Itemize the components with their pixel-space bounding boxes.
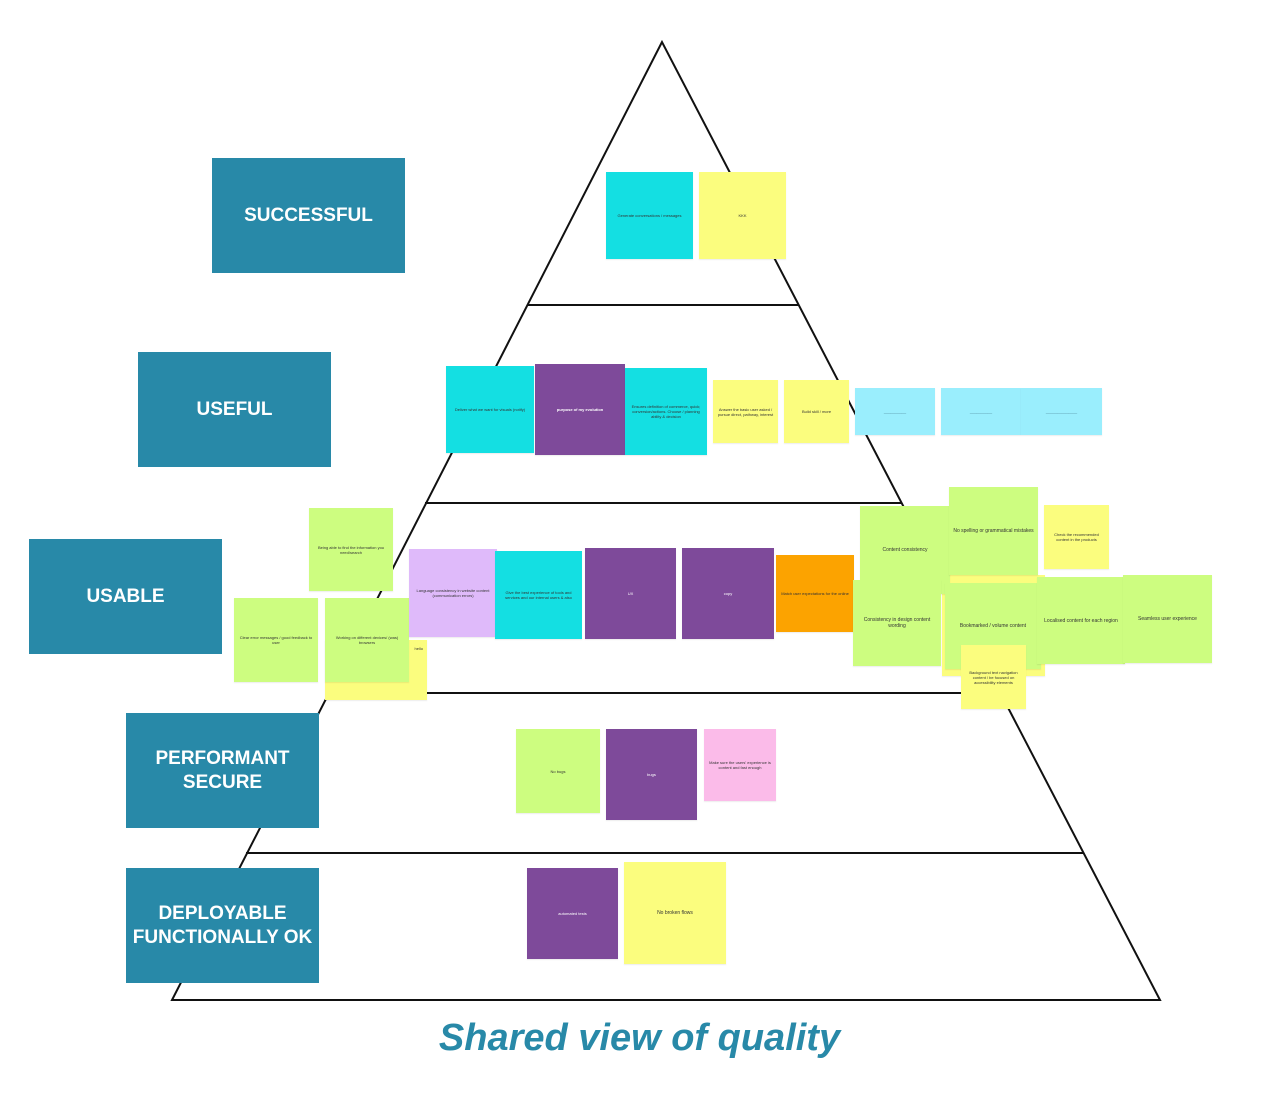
- level-useful-box: USEFUL: [138, 352, 331, 467]
- sticky-note[interactable]: No bugs: [516, 729, 600, 813]
- sticky-note[interactable]: KKK: [699, 172, 786, 259]
- sticky-note[interactable]: Build skill / more: [784, 380, 849, 443]
- diagram-caption: Shared view of quality: [438, 1017, 841, 1059]
- level-usable-box: USABLE: [29, 539, 222, 654]
- sticky-note[interactable]: automated tests: [527, 868, 618, 959]
- level-successful-label: SUCCESSFUL: [244, 204, 373, 226]
- sticky-note[interactable]: ______________: [1021, 388, 1102, 435]
- sticky-note[interactable]: Answer the basic user asked / pursue dir…: [713, 380, 778, 443]
- level-successful-box: SUCCESSFUL: [212, 158, 405, 273]
- level-deployable-label: DEPLOYABLE FUNCTIONALLY OK: [132, 902, 313, 948]
- sticky-note[interactable]: __________: [855, 388, 935, 435]
- sticky-note[interactable]: Make sure the users' experience is conte…: [704, 729, 776, 801]
- sticky-note[interactable]: Deliver what we want for visuals (notify…: [446, 366, 534, 453]
- sticky-note[interactable]: Background text navigation content / be …: [961, 645, 1026, 709]
- sticky-note[interactable]: Check the recommended content in the pro…: [1044, 505, 1109, 569]
- sticky-note[interactable]: Clear error messages / good feedback to …: [234, 598, 318, 682]
- level-deployable-box: DEPLOYABLE FUNCTIONALLY OK: [126, 868, 319, 983]
- sticky-note[interactable]: Language consistency in website content …: [409, 549, 497, 637]
- sticky-note[interactable]: Give the best experience of tools and se…: [495, 551, 582, 639]
- sticky-note[interactable]: Generate conversations / messages: [606, 172, 693, 259]
- sticky-note[interactable]: purpose of my evolution: [535, 364, 625, 455]
- sticky-note[interactable]: Consistency in design content wording: [853, 580, 941, 666]
- sticky-note[interactable]: Working on different devices/ (was) brow…: [325, 598, 409, 682]
- sticky-note[interactable]: copy: [682, 548, 774, 639]
- sticky-note[interactable]: __________: [941, 388, 1021, 435]
- sticky-note[interactable]: UX: [585, 548, 676, 639]
- sticky-note[interactable]: Being able to find the information you n…: [309, 508, 393, 591]
- sticky-note[interactable]: No spelling or grammatical mistakes: [949, 487, 1038, 575]
- level-performant-label: PERFORMANT SECURE: [155, 747, 290, 793]
- sticky-note[interactable]: Content consistency: [860, 506, 950, 594]
- level-performant-box: PERFORMANT SECURE: [126, 713, 319, 828]
- level-usable-label: USABLE: [86, 585, 165, 607]
- sticky-note[interactable]: Ensures definition of commerce, quick; c…: [625, 368, 707, 455]
- sticky-note[interactable]: bugs: [606, 729, 697, 820]
- sticky-note[interactable]: Match user expectations for the online: [776, 555, 854, 632]
- level-useful-label: USEFUL: [196, 398, 273, 420]
- sticky-note[interactable]: Seamless user experience: [1123, 575, 1212, 663]
- sticky-note[interactable]: No broken flows: [624, 862, 726, 964]
- sticky-note[interactable]: Localised content for each region: [1037, 577, 1125, 664]
